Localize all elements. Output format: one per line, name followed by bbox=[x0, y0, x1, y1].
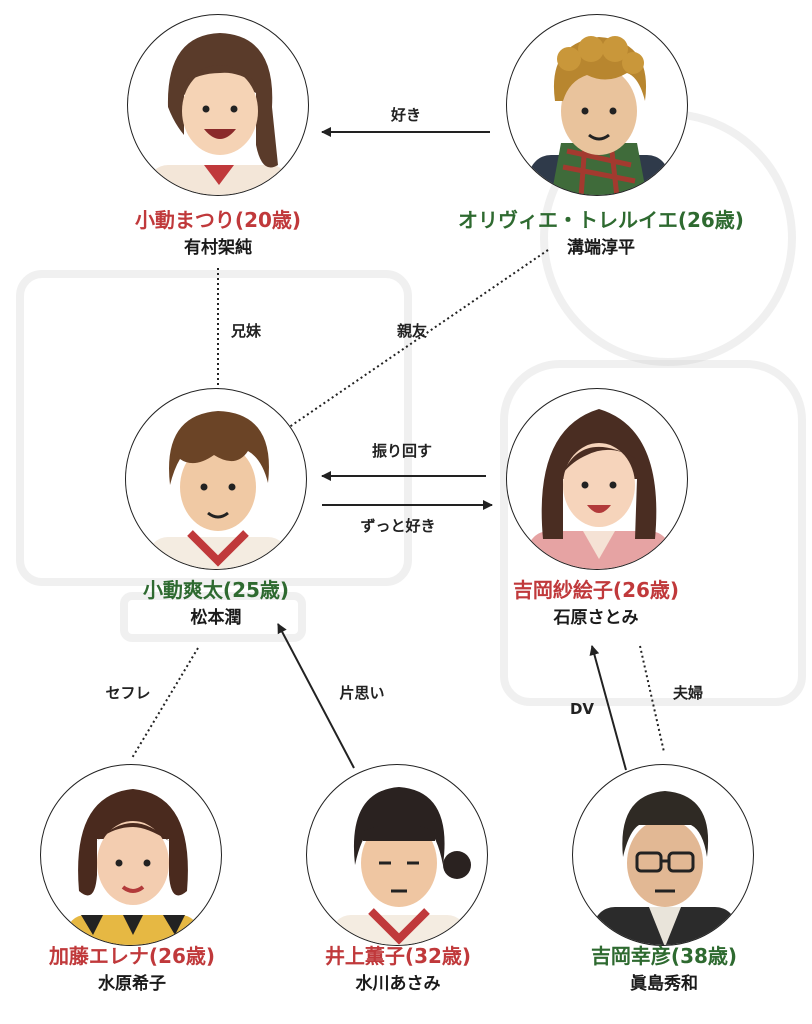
character-actor-name: 溝端淳平 bbox=[567, 238, 635, 258]
character-olivier: オリヴィエ・トレルイエ(26歳) 溝端淳平 bbox=[436, 208, 766, 260]
label-like: 好き bbox=[390, 106, 421, 124]
label-siblings: 兄妹 bbox=[230, 322, 262, 340]
label-one-sided: 片思い bbox=[339, 684, 384, 702]
line-best-friends bbox=[281, 249, 549, 433]
watermark-monitor-stand bbox=[120, 592, 306, 642]
line-married bbox=[639, 645, 665, 753]
character-role-name: 井上薫子(32歳) bbox=[324, 944, 472, 968]
character-role-name: 吉岡幸彦(38歳) bbox=[590, 944, 738, 968]
character-kaoruko: 井上薫子(32歳) 水川あさみ bbox=[288, 944, 508, 996]
character-role-name: 加藤エレナ(26歳) bbox=[48, 944, 216, 968]
young-woman-ponytail-portrait-icon bbox=[127, 14, 309, 196]
man-glasses-suit-portrait-icon bbox=[572, 764, 754, 946]
watermark-monitor-shape bbox=[16, 270, 412, 586]
character-role-name: 小動まつり(20歳) bbox=[134, 208, 302, 232]
character-erena: 加藤エレナ(26歳) 水原希子 bbox=[22, 944, 242, 996]
character-role-name: 小動爽太(25歳) bbox=[142, 578, 290, 602]
character-yukihiko: 吉岡幸彦(38歳) 眞島秀和 bbox=[554, 944, 774, 996]
character-role-name: 吉岡紗絵子(26歳) bbox=[512, 578, 680, 602]
label-sex-friend: セフレ bbox=[105, 684, 150, 702]
character-actor-name: 有村架純 bbox=[184, 238, 252, 258]
character-actor-name: 眞島秀和 bbox=[630, 974, 698, 994]
young-man-chef-portrait-icon bbox=[125, 388, 307, 570]
arrow-kaoruko-loves-sota bbox=[277, 623, 355, 769]
arrow-yukihiko-dv-saeko bbox=[589, 645, 627, 771]
label-married: 夫婦 bbox=[673, 684, 703, 702]
character-actor-name: 水原希子 bbox=[98, 974, 166, 994]
label-swings-around: 振り回す bbox=[372, 442, 432, 460]
character-actor-name: 松本潤 bbox=[190, 608, 242, 628]
character-sota: 小動爽太(25歳) 松本潤 bbox=[106, 578, 326, 630]
label-always-loved: ずっと好き bbox=[360, 517, 435, 535]
character-matsuri: 小動まつり(20歳) 有村架純 bbox=[108, 208, 328, 260]
character-role-name: オリヴィエ・トレルイエ(26歳) bbox=[458, 208, 744, 232]
line-sex-friend bbox=[131, 647, 199, 759]
character-actor-name: 水川あさみ bbox=[355, 974, 441, 994]
watermark-character-body bbox=[500, 360, 806, 706]
woman-bob-hair-portrait-icon bbox=[40, 764, 222, 946]
character-actor-name: 石原さとみ bbox=[553, 608, 639, 628]
curly-blond-man-scarf-portrait-icon bbox=[506, 14, 688, 196]
woman-chef-bun-portrait-icon bbox=[306, 764, 488, 946]
label-dv: DV bbox=[570, 700, 594, 718]
label-best-friends: 親友 bbox=[397, 322, 427, 340]
woman-pink-jacket-portrait-icon bbox=[506, 388, 688, 570]
character-saeko: 吉岡紗絵子(26歳) 石原さとみ bbox=[486, 578, 706, 630]
